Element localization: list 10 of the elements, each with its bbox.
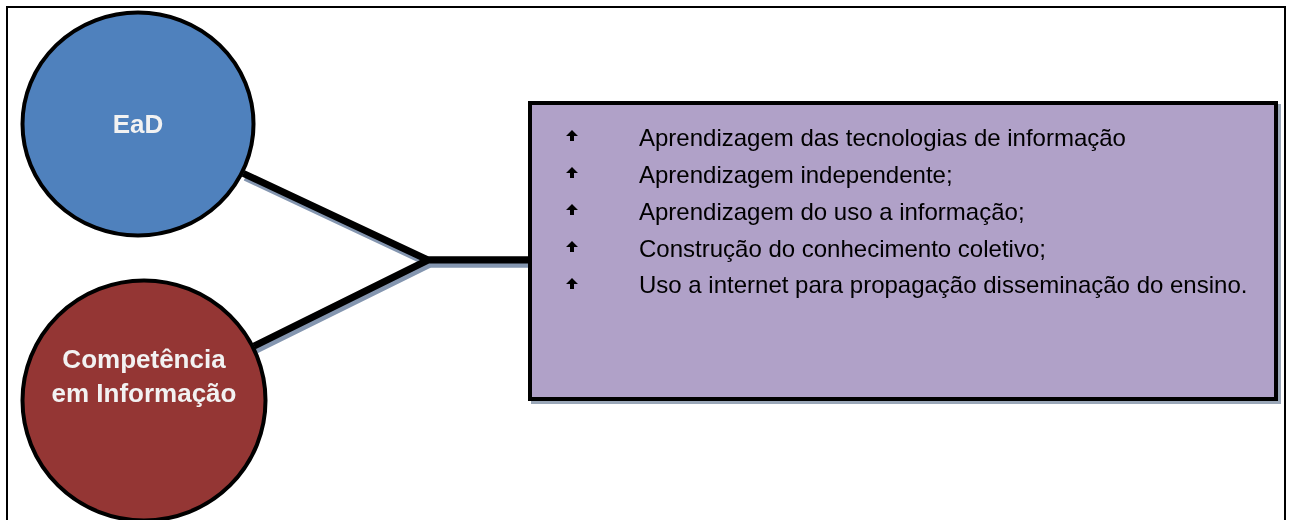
node-label: Competência em Informação [50, 342, 238, 410]
list-item-text: Uso a internet para propagação disseminação do ensino. [639, 271, 1248, 298]
list-item-text: Aprendizagem do uso a informação; [639, 198, 1025, 225]
bullet-list-box [528, 101, 1278, 401]
circle-node [20, 10, 256, 238]
list-item-text: Construção do conhecimento coletivo; [639, 235, 1046, 262]
list-item-text: Aprendizagem das tecnologias de informação [639, 124, 1126, 151]
list-item-text: Aprendizagem independente; [639, 161, 953, 188]
connector-line [252, 256, 530, 354]
node-label: EaD [112, 108, 164, 141]
